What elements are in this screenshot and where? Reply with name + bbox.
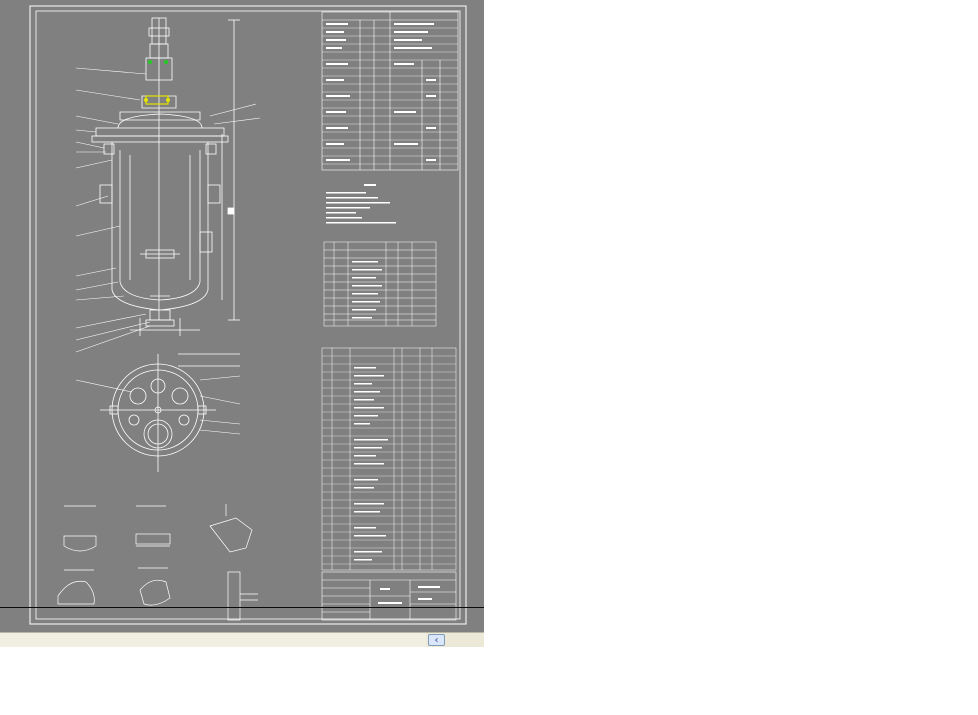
canvas-edge-line [0,607,484,608]
technical-notes [326,184,396,224]
nozzle-table [323,241,437,327]
scrollbar-corner [447,633,484,647]
title-block-text [378,586,440,604]
sheet-border-outer [29,5,467,625]
chevron-left-icon[interactable]: ‹ [428,634,445,646]
leader-lines-left [75,67,151,353]
plan-leaders [75,375,241,435]
parts-list [321,347,457,571]
spec-table-text [326,23,436,161]
spec-table [321,11,459,171]
title-block [321,571,457,621]
scroll-left-glyph: ‹ [434,635,439,646]
leader-lines-right [209,103,261,125]
nozzle-table-text [352,261,382,319]
spec-table-rows [322,27,458,165]
detail-views [57,504,258,621]
scrollbar-track[interactable] [0,633,426,647]
vessel-plan-view [100,353,240,472]
parts-list-rows [322,355,456,565]
cad-viewport[interactable] [0,0,484,632]
cad-drawing[interactable] [0,0,484,632]
parts-list-text [354,367,388,561]
sheet-border-inner [35,10,461,620]
vessel-elevation [91,17,240,336]
horizontal-scrollbar[interactable]: ‹ [0,632,484,647]
